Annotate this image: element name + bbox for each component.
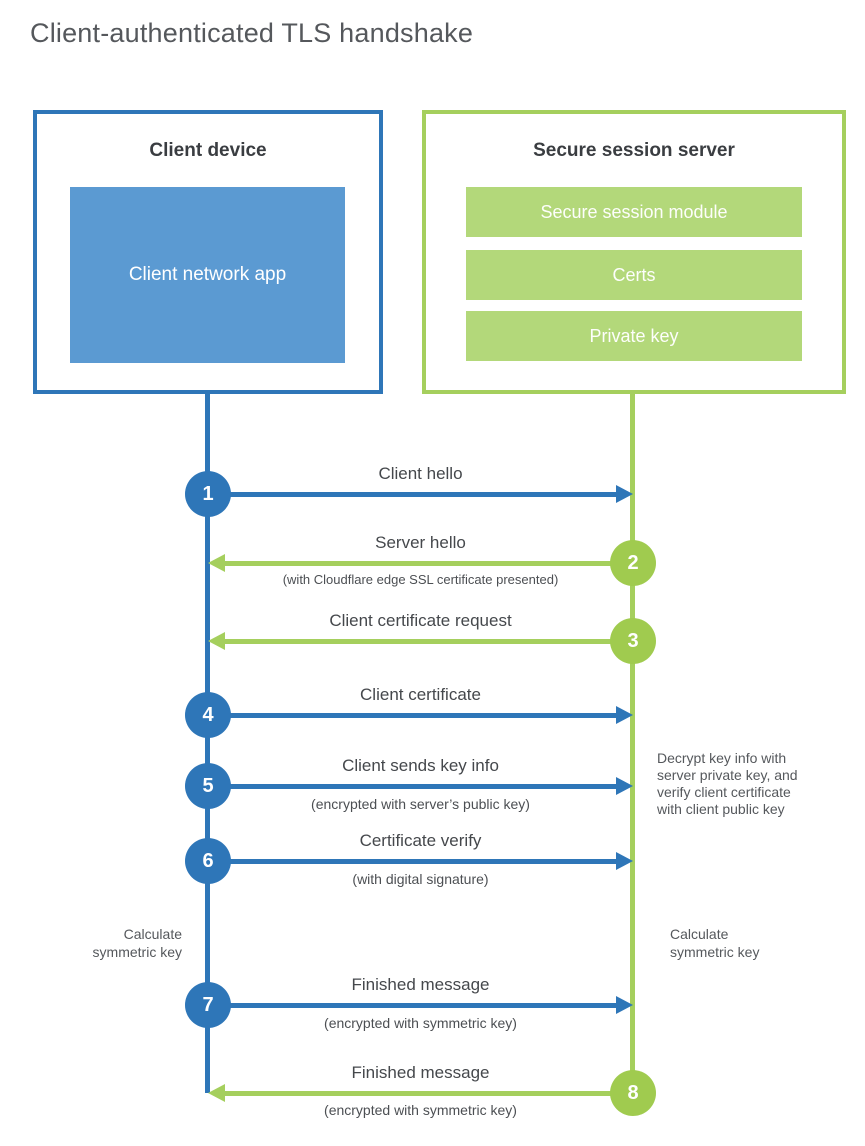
step-subtitle: (encrypted with symmetric key) bbox=[324, 1102, 517, 1118]
arrowhead-right-icon bbox=[616, 485, 633, 503]
step-number-badge: 6 bbox=[185, 838, 231, 884]
server-module-private-key: Private key bbox=[466, 311, 802, 361]
step-number-badge: 3 bbox=[610, 618, 656, 664]
server-lifeline bbox=[630, 392, 635, 1093]
arrowhead-right-icon bbox=[616, 996, 633, 1014]
arrowhead-right-icon bbox=[616, 777, 633, 795]
arrowhead-left-icon bbox=[208, 1084, 225, 1102]
arrow-server-to-client bbox=[225, 639, 612, 644]
step-number-badge: 2 bbox=[610, 540, 656, 586]
step-label: Client certificate bbox=[360, 685, 481, 704]
arrow-server-to-client bbox=[225, 561, 612, 566]
arrow-client-to-server bbox=[228, 859, 618, 864]
arrowhead-left-icon bbox=[208, 554, 225, 572]
step-subtitle: (with Cloudflare edge SSL certificate pr… bbox=[282, 572, 559, 587]
step-label: Finished message bbox=[351, 975, 490, 994]
secure-session-server-title: Secure session server bbox=[533, 140, 735, 161]
client-lifeline bbox=[205, 392, 210, 1093]
arrowhead-right-icon bbox=[616, 852, 633, 870]
step-label: Certificate verify bbox=[359, 831, 482, 850]
step-label: Client sends key info bbox=[342, 756, 499, 775]
step-label: Finished message bbox=[351, 1063, 490, 1082]
step-number-badge: 7 bbox=[185, 982, 231, 1028]
server-module-secure-session: Secure session module bbox=[466, 187, 802, 237]
server-decrypt-note: Decrypt key info with server private key… bbox=[657, 750, 798, 817]
step-number-badge: 8 bbox=[610, 1070, 656, 1116]
client-network-app-box: Client network app bbox=[70, 187, 345, 363]
server-calculate-symmetric-key-note: Calculate symmetric key bbox=[670, 926, 760, 960]
arrow-client-to-server bbox=[228, 1003, 618, 1008]
step-number-badge: 5 bbox=[185, 763, 231, 809]
arrow-client-to-server bbox=[228, 713, 618, 718]
step-label: Server hello bbox=[375, 533, 466, 552]
step-number-badge: 1 bbox=[185, 471, 231, 517]
step-subtitle: (encrypted with symmetric key) bbox=[324, 1015, 517, 1031]
arrow-client-to-server bbox=[228, 492, 618, 497]
page-title: Client-authenticated TLS handshake bbox=[30, 18, 474, 48]
step-subtitle: (with digital signature) bbox=[352, 871, 489, 887]
client-device-title: Client device bbox=[149, 140, 267, 161]
server-module-certs: Certs bbox=[466, 250, 802, 300]
step-number-badge: 4 bbox=[185, 692, 231, 738]
arrow-client-to-server bbox=[228, 784, 618, 789]
arrow-server-to-client bbox=[225, 1091, 612, 1096]
step-subtitle: (encrypted with server’s public key) bbox=[311, 796, 530, 812]
step-label: Client hello bbox=[378, 464, 463, 483]
step-label: Client certificate request bbox=[329, 611, 512, 630]
client-calculate-symmetric-key-note: Calculate symmetric key bbox=[92, 926, 182, 960]
arrowhead-left-icon bbox=[208, 632, 225, 650]
arrowhead-right-icon bbox=[616, 706, 633, 724]
